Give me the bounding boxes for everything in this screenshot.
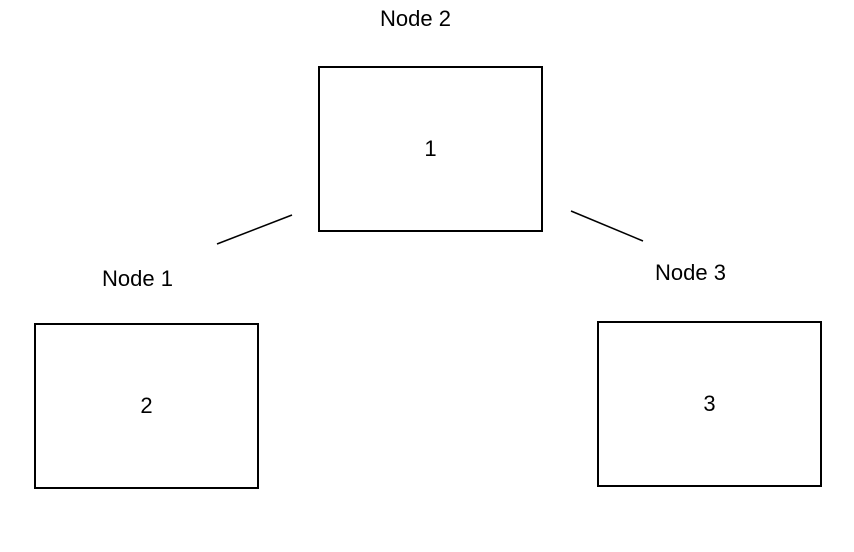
node-label-left: Node 1 xyxy=(102,266,173,291)
node-box-root: 1 xyxy=(318,66,543,232)
edge-root-to-right xyxy=(570,210,644,242)
node-value-right: 3 xyxy=(703,391,716,416)
node-value-root: 1 xyxy=(424,136,437,161)
node-box-right: 3 xyxy=(597,321,822,487)
node-box-left: 2 xyxy=(34,323,259,489)
node-value-left: 2 xyxy=(140,393,153,418)
edge-root-to-left xyxy=(216,214,293,245)
node-label-root: Node 2 xyxy=(380,6,451,31)
node-label-right: Node 3 xyxy=(655,260,726,285)
